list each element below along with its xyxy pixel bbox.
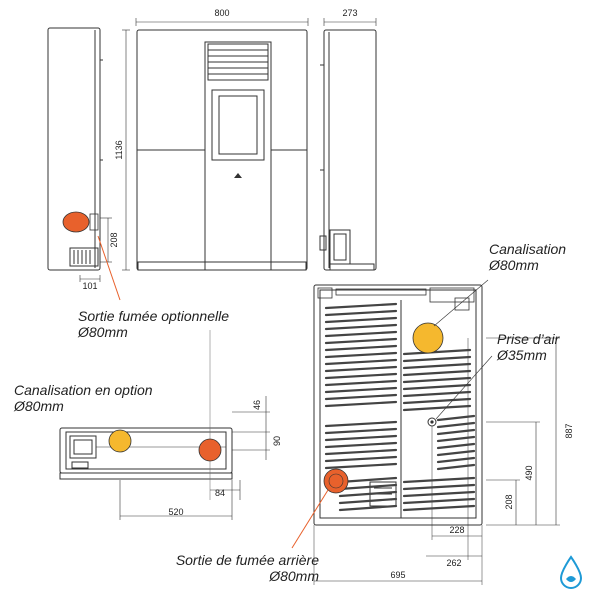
rear-view <box>313 284 560 585</box>
callout-prise-air-title: Prise d’air <box>497 331 560 347</box>
dim-depth: 273 <box>342 8 357 18</box>
vent-slot <box>436 456 476 464</box>
vent-slot <box>324 462 398 470</box>
side-view-left <box>47 27 112 282</box>
callout-canalisation-size: Ø80mm <box>489 257 539 273</box>
dim-rear-228: 228 <box>449 525 464 535</box>
vent-slot <box>338 476 398 484</box>
callout-sortie-optionnelle-size: Ø80mm <box>78 324 128 340</box>
vent-slot <box>402 362 472 370</box>
callout-canalisation-title: Canalisation <box>489 241 567 257</box>
vent-slot <box>436 463 476 471</box>
dim-top-84: 84 <box>215 488 225 498</box>
vent-slot <box>402 483 476 491</box>
vent-slot <box>324 393 398 401</box>
front-view <box>122 18 309 271</box>
dim-front-height: 1136 <box>114 140 124 159</box>
vent-slot <box>324 448 398 456</box>
vent-slot <box>324 455 398 463</box>
dim-rear-262: 262 <box>446 558 461 568</box>
vent-slot <box>338 497 398 505</box>
top-view <box>59 330 270 520</box>
callout-canalisation: Canalisation Ø80mm <box>489 241 566 273</box>
optional-flue-outlet-side <box>62 211 90 233</box>
vent-slot <box>402 390 472 398</box>
vent-slot <box>324 309 398 317</box>
vent-slot <box>324 323 398 331</box>
air-intake-leader <box>435 355 493 420</box>
vent-slot <box>324 316 398 324</box>
vent-slot <box>436 449 476 457</box>
optional-flue-outlet-top <box>198 438 222 462</box>
vent-slot <box>324 420 398 428</box>
vent-slot <box>402 397 472 405</box>
dim-front-width: 800 <box>214 8 229 18</box>
logo-mark-front <box>234 173 242 178</box>
vent-slot <box>436 442 476 450</box>
vent-slot <box>402 348 472 356</box>
callout-canalisation-option-title: Canalisation en option <box>14 382 153 398</box>
rear-canalisation-outlet <box>412 322 444 354</box>
water-drop-logo-icon <box>559 555 583 589</box>
vent-slot <box>338 483 398 491</box>
vent-slot <box>324 330 398 338</box>
vent-slot <box>402 490 476 498</box>
rear-flue-leader <box>291 489 329 549</box>
callout-sortie-arriere-title: Sortie de fumée arrière <box>175 552 319 568</box>
vent-slot <box>338 504 398 512</box>
rear-vent-slots <box>324 302 476 512</box>
vent-slot <box>402 376 472 384</box>
optional-flue-leader <box>97 235 121 301</box>
dim-top-520: 520 <box>168 507 183 517</box>
vent-slot <box>324 365 398 373</box>
dim-flue-height: 208 <box>109 232 119 247</box>
vent-slot <box>402 404 472 412</box>
dim-rear-695: 695 <box>390 570 405 580</box>
callout-sortie-optionnelle-title: Sortie fumée optionnelle <box>78 308 229 324</box>
callout-canalisation-option-size: Ø80mm <box>14 398 64 414</box>
vent-slot <box>436 421 476 429</box>
canalisation-leader <box>433 279 489 327</box>
rear-flue-outlet <box>323 468 349 494</box>
callout-canalisation-option: Canalisation en option Ø80mm <box>14 382 153 414</box>
dim-flue-offset: 101 <box>82 281 97 291</box>
callout-sortie-arriere: Sortie de fumée arrière Ø80mm <box>153 552 319 584</box>
vent-slot <box>436 435 476 443</box>
vent-slot <box>324 379 398 387</box>
vent-slot <box>402 504 476 512</box>
vent-slot <box>324 441 398 449</box>
dim-top-90: 90 <box>272 436 282 446</box>
vent-slot <box>436 414 476 422</box>
callout-sortie-arriere-size: Ø80mm <box>269 568 319 584</box>
vent-slot <box>324 434 398 442</box>
vent-slot <box>324 351 398 359</box>
vent-slot <box>324 337 398 345</box>
vent-slot <box>324 358 398 366</box>
callout-prise-air: Prise d’air Ø35mm <box>497 331 559 363</box>
vent-slot <box>338 490 398 498</box>
callout-prise-air-size: Ø35mm <box>497 347 547 363</box>
vent-slot <box>324 302 398 310</box>
vent-slot <box>324 344 398 352</box>
vent-slot <box>402 355 472 363</box>
vent-slot <box>324 386 398 394</box>
dim-rear-490: 490 <box>524 465 534 480</box>
vent-slot <box>324 400 398 408</box>
vent-slot <box>402 383 472 391</box>
rear-top-rail <box>317 287 475 311</box>
side-view-right <box>319 18 377 271</box>
dim-top-46: 46 <box>252 400 262 410</box>
dim-rear-887: 887 <box>564 423 574 438</box>
vent-slot <box>324 427 398 435</box>
dim-rear-208: 208 <box>504 494 514 509</box>
vent-slot <box>402 476 476 484</box>
vent-slot <box>324 372 398 380</box>
callout-sortie-optionnelle: Sortie fumée optionnelle Ø80mm <box>78 308 229 340</box>
vent-slot <box>436 428 476 436</box>
vent-slot <box>402 369 472 377</box>
vent-slot <box>402 497 476 505</box>
optional-canalisation-outlet-top <box>108 429 132 453</box>
